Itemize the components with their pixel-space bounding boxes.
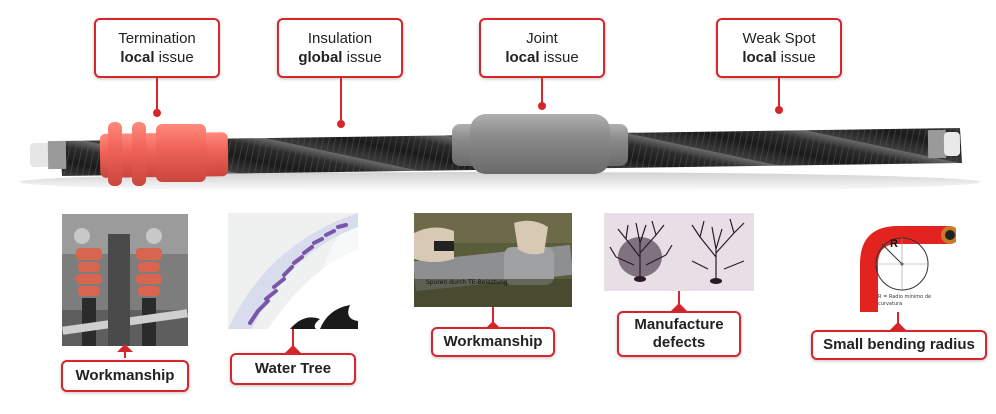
- manufacture-notch: [671, 303, 687, 311]
- termination-scope: local: [120, 49, 155, 66]
- insulation-dot: [337, 120, 345, 128]
- bending-radius-figure: R R = Radio mínimo de curvatura: [846, 214, 956, 312]
- insulation-connector: [340, 78, 342, 122]
- water-tree-notch: [285, 345, 301, 353]
- weak-spot-connector: [778, 78, 780, 108]
- radius-caption: R = Radio mínimo de curvatura: [878, 294, 932, 307]
- manufacture-connector: [678, 291, 680, 309]
- workmanship-termination-label: Workmanship: [61, 360, 189, 392]
- joint-title: Joint: [526, 30, 558, 47]
- termination-photo-notch: [117, 344, 133, 352]
- cable-illustration: [20, 114, 980, 192]
- joint-scope: local: [505, 49, 540, 66]
- bending-notch: [890, 322, 906, 330]
- joint-photo-notch: [485, 321, 501, 329]
- termination-connector: [156, 78, 158, 112]
- joint-photo-caption: Spuren durch TE-Belastung: [426, 279, 508, 286]
- weak-spot-dot: [775, 106, 783, 114]
- bending-connector: [897, 312, 899, 328]
- termination-title: Termination: [118, 30, 196, 47]
- termination-body: [99, 122, 229, 186]
- weak-spot-title: Weak Spot: [742, 30, 816, 47]
- weak-spot-scope: local: [742, 49, 777, 66]
- insulation-scope: global: [298, 49, 343, 66]
- joint-issue: issue: [539, 49, 579, 66]
- weak-spot-issue: issue: [776, 49, 816, 66]
- water-tree-connector: [292, 329, 294, 349]
- termination-callout: Termination local issue: [94, 18, 220, 78]
- termination-issue: issue: [154, 49, 194, 66]
- radius-letter: R: [890, 238, 898, 250]
- joint-callout: Joint local issue: [479, 18, 605, 78]
- manufacture-defects-label: Manufacture defects: [617, 311, 741, 357]
- insulation-issue: issue: [342, 49, 382, 66]
- termination-photo-connector: [124, 346, 126, 358]
- joint-dot: [538, 102, 546, 110]
- water-tree-photo: [228, 213, 358, 329]
- termination-workmanship-photo: [62, 214, 188, 346]
- manufacture-defects-photo: [604, 213, 754, 291]
- bending-radius-label: Small bending radius: [811, 330, 987, 360]
- joint-workmanship-photo: Spuren durch TE-Belastung: [414, 213, 572, 307]
- insulation-title: Insulation: [307, 30, 373, 47]
- water-tree-label: Water Tree: [230, 353, 356, 385]
- joint-body: [452, 114, 628, 174]
- joint-photo-connector: [492, 307, 494, 327]
- joint-connector: [541, 78, 543, 104]
- workmanship-joint-label: Workmanship: [431, 327, 555, 357]
- insulation-callout: Insulation global issue: [277, 18, 403, 78]
- weak-spot-callout: Weak Spot local issue: [716, 18, 842, 78]
- termination-dot: [153, 109, 161, 117]
